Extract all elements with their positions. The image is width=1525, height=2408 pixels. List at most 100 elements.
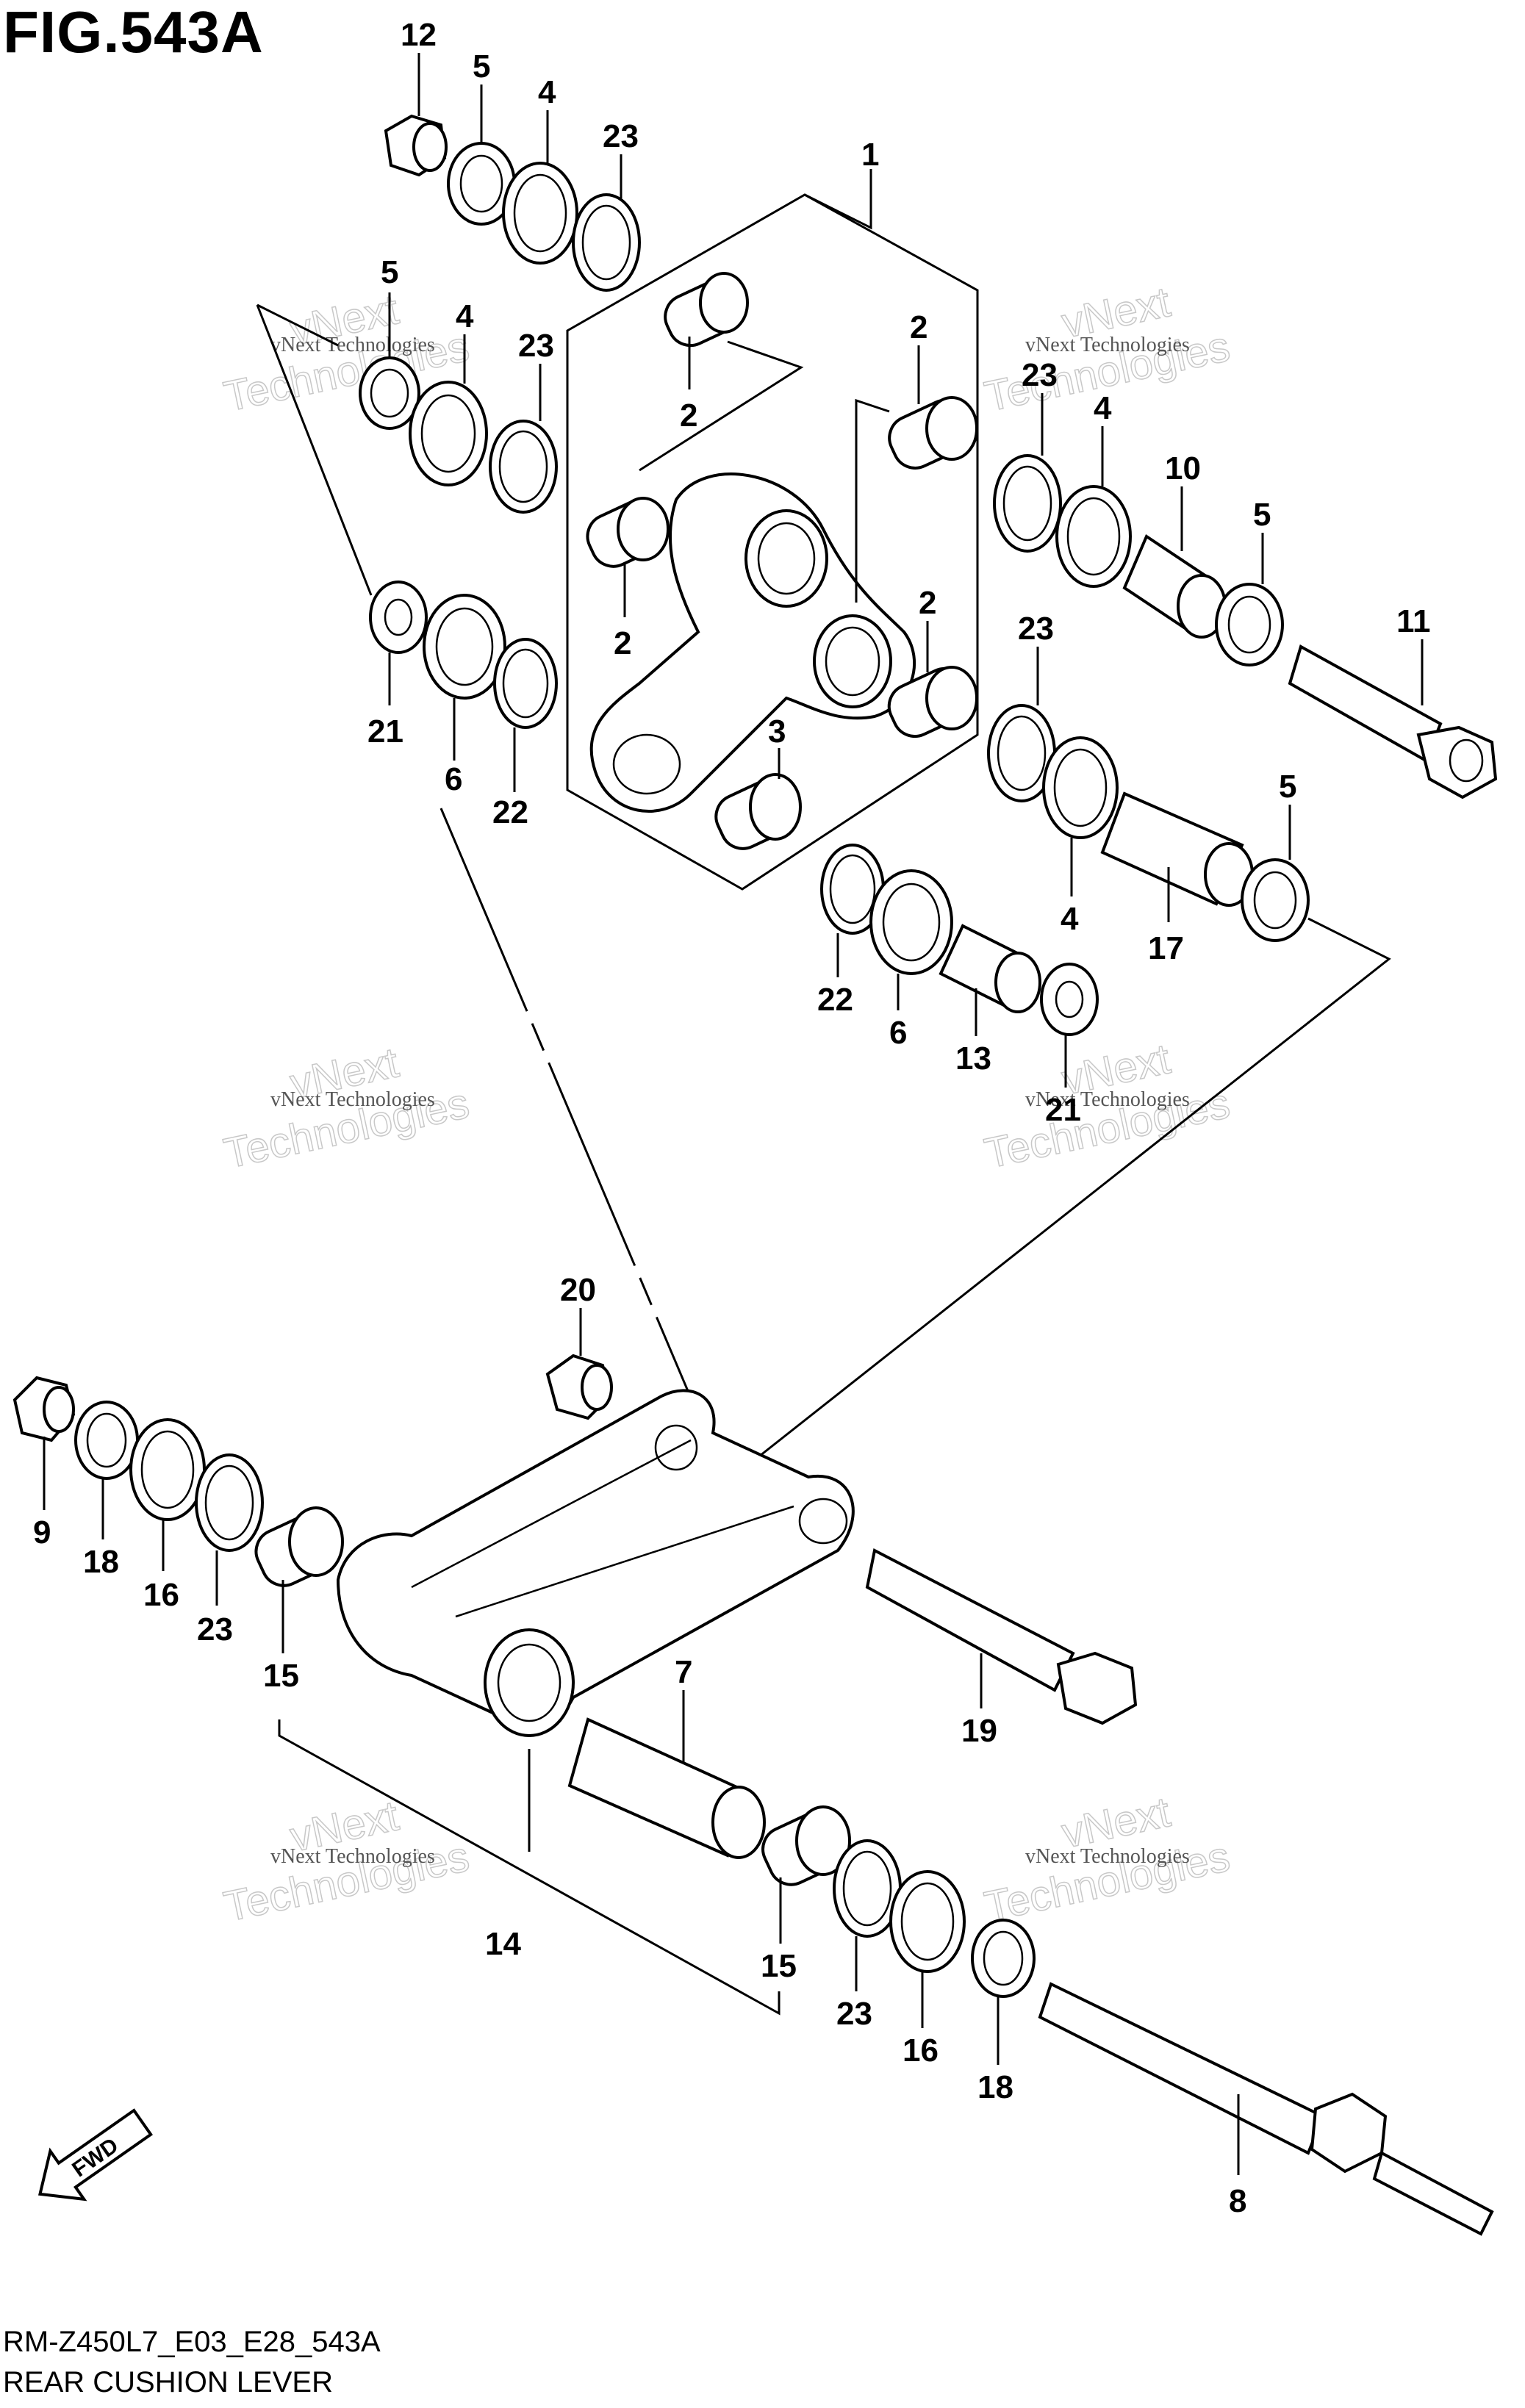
callout-19: 19	[961, 1713, 997, 1749]
callout-6: 6	[445, 761, 462, 797]
callout-23: 23	[1022, 357, 1058, 393]
seal-4-top	[502, 162, 578, 265]
spacer-5-right-b	[1241, 858, 1310, 942]
seal-16-left	[129, 1418, 206, 1521]
callout-9: 9	[33, 1514, 51, 1550]
svg-text:vNext Technologies: vNext Technologies	[270, 334, 435, 356]
washer-23-bottom-left	[195, 1453, 264, 1552]
washer-23-top	[572, 193, 641, 292]
seal-4-right-b	[1042, 736, 1119, 839]
washer-22-left	[493, 638, 558, 729]
callout-12: 12	[401, 17, 437, 53]
callout-18: 18	[83, 1544, 119, 1580]
leader-lines	[43, 53, 1424, 2175]
callout-21: 21	[1045, 1092, 1081, 1128]
callout-21: 21	[367, 714, 403, 750]
bearing-2-a	[664, 272, 749, 348]
svg-text:vNext Technologies: vNext Technologies	[270, 1845, 435, 1868]
washer-21-left	[369, 581, 428, 654]
bolt-19	[865, 1548, 1138, 1725]
collar-10	[1122, 534, 1227, 639]
callout-13: 13	[955, 1041, 991, 1077]
callout-5: 5	[381, 254, 398, 290]
spacer-5-right-a	[1215, 583, 1284, 666]
callout-numbers: 12 5 4 23 1 5 4 23 2 2 2 2 3 21 6 22 23 …	[33, 17, 1431, 2219]
watermark-mid-left: Technologies vNext vNext Technologies	[219, 1038, 473, 1179]
spacer-5-left	[359, 356, 420, 430]
bearing-2-b	[888, 396, 978, 470]
callout-17: 17	[1148, 930, 1184, 966]
spacer-18-right	[971, 1919, 1036, 1998]
washer-23-left	[489, 420, 558, 514]
svg-text:vNext Technologies: vNext Technologies	[1025, 334, 1190, 356]
lever-14-bracket	[278, 1719, 781, 2016]
bolt-8	[1038, 1982, 1494, 2236]
callout-20: 20	[560, 1272, 596, 1308]
washer-23-right-a	[993, 454, 1062, 553]
callout-7: 7	[675, 1654, 692, 1690]
callout-16: 16	[903, 2033, 939, 2069]
svg-text:vNext Technologies: vNext Technologies	[1025, 1088, 1190, 1111]
callout-23: 23	[603, 118, 639, 154]
callout-3: 3	[768, 714, 786, 750]
collar-17	[1100, 791, 1254, 907]
watermark-mid-right: Technologies vNext vNext Technologies	[980, 1035, 1234, 1179]
callout-22: 22	[817, 982, 853, 1018]
left-washer-group-bracket	[256, 304, 373, 596]
nut-12	[384, 114, 448, 177]
lever-1-group-outline	[566, 193, 979, 891]
callout-4: 4	[1094, 390, 1112, 426]
callout-23: 23	[518, 328, 554, 364]
svg-text:vNext Technologies: vNext Technologies	[1025, 1845, 1190, 1868]
seal-4-right-a	[1055, 485, 1132, 588]
seal-4-left	[409, 381, 488, 486]
callout-6: 6	[889, 1015, 907, 1051]
callout-14: 14	[485, 1926, 521, 1962]
collar-13	[939, 924, 1041, 1013]
seal-6-center	[869, 869, 953, 975]
callout-2: 2	[910, 309, 927, 345]
callout-5: 5	[1279, 769, 1296, 805]
bearing-15-right	[761, 1805, 851, 1886]
callout-11: 11	[1396, 603, 1431, 639]
left-washer-group-bracket-b	[256, 303, 339, 347]
watermark-bottom-right: Technologies vNext vNext Technologies	[980, 1788, 1234, 1932]
figure-name: REAR CUSHION LEVER	[3, 2366, 333, 2398]
svg-text:vNext Technologies: vNext Technologies	[270, 1088, 435, 1111]
fwd-arrow-icon: FWD	[38, 2108, 153, 2202]
callout-2: 2	[919, 585, 936, 621]
callout-4: 4	[538, 74, 556, 110]
cushion-lever-1	[589, 472, 916, 813]
bearing-2-b-line	[855, 398, 890, 603]
callout-5: 5	[473, 48, 490, 85]
collar-7	[567, 1717, 766, 1859]
bearing-2-d	[887, 666, 978, 738]
figure-code: RM-Z450L7_E03_E28_543A	[3, 2326, 381, 2358]
callout-1: 1	[861, 137, 879, 173]
cushion-rod-14	[336, 1389, 855, 1737]
seal-6-left	[423, 594, 506, 700]
spacer-18-left	[74, 1401, 139, 1480]
callout-8: 8	[1229, 2183, 1246, 2219]
bearing-15-left	[254, 1506, 344, 1587]
callout-5: 5	[1253, 497, 1271, 533]
bolt-11	[1288, 644, 1498, 799]
callout-10: 10	[1165, 450, 1201, 486]
bearing-2-c	[586, 497, 670, 568]
callout-4: 4	[1061, 901, 1079, 937]
bearing-3	[714, 773, 802, 850]
washer-21-center	[1040, 963, 1099, 1036]
callout-2: 2	[680, 398, 697, 434]
callout-16: 16	[143, 1577, 179, 1613]
callout-23: 23	[1018, 611, 1054, 647]
assembly-line-left	[439, 808, 718, 1459]
callout-15: 15	[263, 1658, 299, 1694]
bearing-2-a-line	[639, 340, 804, 472]
nut-9	[12, 1376, 76, 1442]
callout-2: 2	[614, 625, 631, 661]
callout-22: 22	[492, 794, 528, 830]
figure-title: FIG.543A	[3, 0, 264, 65]
callout-18: 18	[977, 2069, 1013, 2105]
callout-23: 23	[197, 1611, 233, 1647]
